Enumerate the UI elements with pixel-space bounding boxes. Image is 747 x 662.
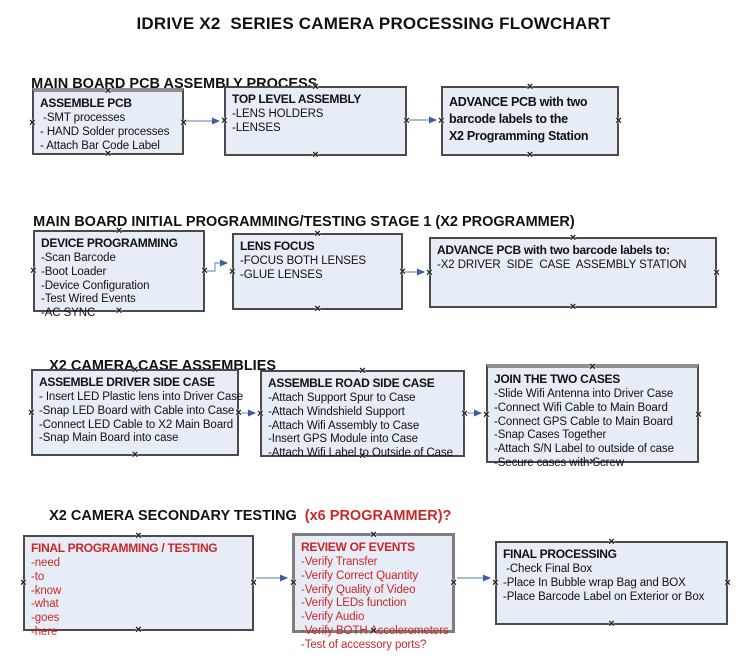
section-heading-text: MAIN BOARD INITIAL PROGRAMMING/TESTING S… <box>33 214 575 230</box>
box-lens-focus: LENS FOCUS -FOCUS BOTH LENSES-GLUE LENSE… <box>232 233 403 310</box>
section-heading-text: X2 CAMERA SECONDARY TESTING <box>49 508 297 524</box>
box-item: -Verify Audio <box>301 611 365 624</box>
box-item: -Verify Quality of Video <box>301 583 416 596</box>
box-title: LENS FOCUS <box>240 239 315 253</box>
box-title: ASSEMBLE ROAD SIDE CASE <box>268 376 435 390</box>
box-item: -X2 DRIVER SIDE CASE ASSEMBLY STATION <box>437 259 687 271</box>
box-item: -Connect GPS Cable to Main Board <box>494 415 673 428</box>
box-item: -Place Barcode Label on Exterior or Box <box>503 590 705 603</box>
box-item: -goes <box>31 612 60 625</box>
box-title: ADVANCE PCB with two barcode labels to: <box>437 243 670 257</box>
box-advance-pcb-driver-side-station: ADVANCE PCB with two barcode labels to: … <box>429 237 717 308</box>
box-item: - Attach Bar Code Label <box>40 139 160 152</box>
box-assemble-pcb: ASSEMBLE PCB -SMT processes- HAND Solder… <box>32 88 184 155</box>
box-item: -need <box>31 557 60 569</box>
box-item: -Attach Windshield Support <box>268 405 405 418</box>
box-item: -AC SYNC <box>41 307 96 320</box>
box-item: -Attach S/N Label to outside of case <box>494 443 674 456</box>
box-item: -Verify LEDs function <box>301 597 407 610</box>
box-join-the-two-cases: JOIN THE TWO CASES -Slide Wifi Antenna i… <box>486 364 699 469</box>
box-title: FINAL PROGRAMMING / TESTING <box>31 541 218 555</box>
box-item: -FOCUS BOTH LENSES <box>240 255 366 267</box>
box-item: -Snap Cases Together <box>494 429 607 442</box>
box-item: -Test of accessory ports? <box>301 638 427 651</box>
box-item: - Insert LED Plastic lens into Driver Ca… <box>39 391 244 403</box>
box-item: -GLUE LENSES <box>240 268 323 281</box>
box-title: ADVANCE PCB with two barcode labels to t… <box>449 95 589 143</box>
box-item: -LENSES <box>232 121 281 134</box>
box-final-programming-testing: FINAL PROGRAMMING / TESTING -need-to-kno… <box>23 535 254 638</box>
box-title: ASSEMBLE DRIVER SIDE CASE <box>39 375 215 389</box>
section-heading-initial-programming: MAIN BOARD INITIAL PROGRAMMING/TESTING S… <box>17 198 575 246</box>
box-item: -what <box>31 598 59 611</box>
box-item: -Slide Wifi Antenna into Driver Case <box>494 388 674 400</box>
box-advance-pcb-programming-station: ADVANCE PCB with two barcode labels to t… <box>441 86 619 156</box>
box-item: -Snap LED Board with Cable into Case <box>39 404 235 417</box>
box-item: -Attach Support Spur to Case <box>268 392 416 404</box>
box-item: -Verify BOTH Accelerometers <box>301 624 449 637</box>
box-item: -LENS HOLDERS <box>232 108 324 120</box>
box-final-processing: FINAL PROCESSING -Check Final Box-Place … <box>495 541 728 625</box>
box-item: -Insert GPS Module into Case <box>268 433 418 446</box>
page-title: IDRIVE X2 SERIES CAMERA PROCESSING FLOWC… <box>136 14 611 33</box>
box-item: -Verify Correct Quantity <box>301 569 419 582</box>
box-item: -Place In Bubble wrap Bag and BOX <box>503 576 686 589</box>
box-review-of-events: REVIEW OF EVENTS -Verify Transfer-Verify… <box>292 533 455 651</box>
box-item: -Verify Transfer <box>301 556 378 568</box>
box-item: -Secure cases with Screw <box>494 456 624 469</box>
arrow-device-to-lensfocus <box>207 259 228 272</box>
box-item: -Boot Loader <box>41 265 107 278</box>
box-item: -to <box>31 570 45 583</box>
box-item: -Connect Wifi Cable to Main Board <box>494 401 668 414</box>
box-title: JOIN THE TWO CASES <box>494 372 620 386</box>
box-assemble-road-side-case: ASSEMBLE ROAD SIDE CASE -Attach Support … <box>260 370 465 459</box>
box-item: -Snap Main Board into case <box>39 432 179 445</box>
section-heading-red-text: (x6 PROGRAMMER)? <box>296 508 452 524</box>
box-item: -Scan Barcode <box>41 252 116 264</box>
box-title: TOP LEVEL ASSEMBLY <box>232 92 362 106</box>
box-item: -Device Configuration <box>41 279 150 292</box>
box-device-programming: DEVICE PROGRAMMING -Scan Barcode-Boot Lo… <box>33 230 205 319</box>
box-item: -here <box>31 625 58 638</box>
box-item: -Connect LED Cable to X2 Main Board <box>39 418 234 431</box>
box-item: -know <box>31 584 62 597</box>
box-title: ASSEMBLE PCB <box>40 96 132 110</box>
box-item: -Check Final Box <box>503 563 593 575</box>
box-item: -Test Wired Events <box>41 293 136 306</box>
box-title: FINAL PROCESSING <box>503 547 617 561</box>
section-heading-secondary-testing: X2 CAMERA SECONDARY TESTING (x6 PROGRAMM… <box>33 492 451 540</box>
box-item: -Attach Wifi Assembly to Case <box>268 419 420 432</box>
box-item: - HAND Solder processes <box>40 125 170 138</box>
box-title: REVIEW OF EVENTS <box>301 540 415 554</box>
box-item: -SMT processes <box>40 112 126 124</box>
box-assemble-driver-side-case: ASSEMBLE DRIVER SIDE CASE - Insert LED P… <box>31 369 244 456</box>
box-top-level-assembly: TOP LEVEL ASSEMBLY -LENS HOLDERS-LENSES <box>224 86 407 156</box>
box-title: DEVICE PROGRAMMING <box>41 236 178 250</box>
